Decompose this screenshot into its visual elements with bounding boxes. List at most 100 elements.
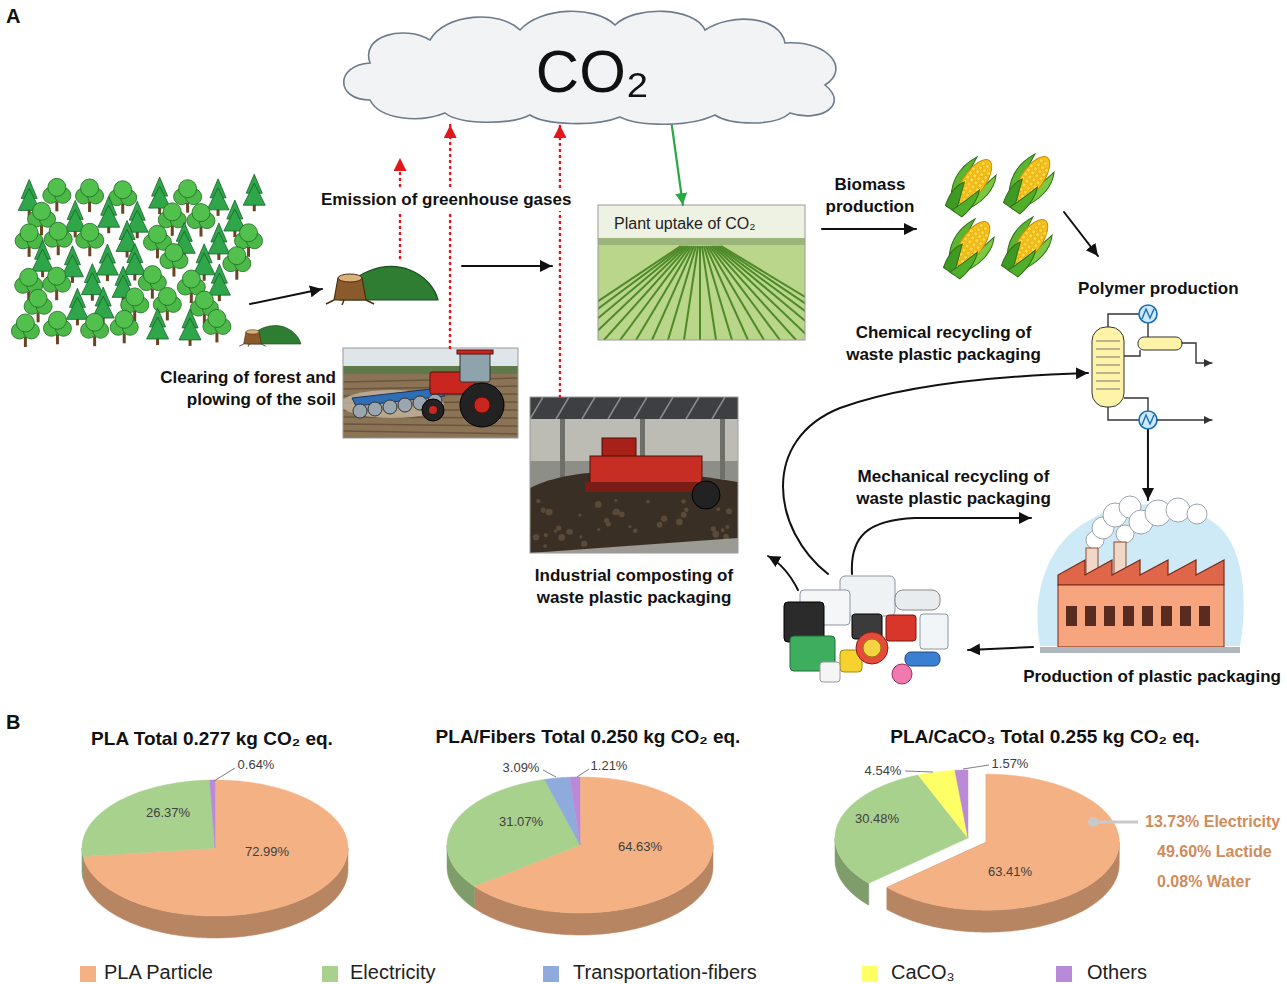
callout-label: 49.60% Lactide: [1157, 842, 1272, 862]
kernel: [1035, 232, 1041, 238]
column-tray: [1096, 357, 1120, 358]
tree-trunk: [102, 317, 105, 324]
wheel-hub: [429, 406, 437, 414]
kernel: [1033, 243, 1039, 249]
tree-crown: [36, 298, 52, 314]
kernel: [957, 245, 963, 251]
pie-slice: [918, 770, 968, 838]
pie-slice: [82, 780, 215, 857]
tree-trunk: [156, 248, 159, 258]
kernel: [1028, 251, 1034, 257]
kernel: [960, 190, 966, 196]
soil-mound: [247, 326, 301, 344]
tree-trunk: [88, 246, 91, 256]
kernel: [1025, 185, 1031, 191]
leader-dot: [1088, 817, 1098, 827]
dark-tray: [852, 614, 882, 639]
tree-band: [598, 238, 805, 245]
conifer-tree: [210, 179, 226, 198]
compost-grain: [711, 526, 716, 531]
kernel: [971, 242, 977, 248]
kernel: [976, 176, 982, 182]
cloud-label: CO₂: [536, 28, 649, 102]
pie-chart: [82, 780, 348, 938]
tree-crown: [43, 276, 59, 292]
crop-row: [598, 246, 685, 340]
kernel: [1027, 192, 1033, 198]
legend-swatch: [80, 966, 96, 982]
factory-roof: [1058, 560, 1224, 585]
tree-trunk: [24, 337, 27, 347]
leader-line: [1093, 821, 1138, 824]
smoke: [1116, 525, 1134, 543]
kernel: [974, 238, 980, 244]
kernel: [975, 245, 981, 251]
conifer-tree: [66, 297, 88, 319]
kernel: [1026, 244, 1032, 250]
cob: [950, 154, 998, 209]
crop-row: [636, 246, 692, 340]
leader-line: [214, 768, 235, 781]
furrow: [343, 409, 518, 411]
pipe: [1108, 407, 1139, 420]
column: [640, 419, 645, 479]
kernel: [1019, 245, 1025, 251]
window: [1123, 606, 1134, 626]
legend-swatch: [1056, 966, 1072, 982]
chimney: [1114, 542, 1126, 588]
tree-line: [343, 366, 518, 376]
conifer-tree: [115, 266, 131, 285]
tree-trunk: [121, 204, 124, 214]
compost-grain: [556, 525, 561, 530]
conifer-tree: [227, 200, 243, 219]
kernel: [1042, 231, 1048, 237]
compost-grain: [595, 501, 602, 508]
tree-crown: [121, 190, 137, 206]
kernel: [1016, 250, 1022, 256]
kernel: [974, 187, 980, 193]
husk-leaf: [938, 215, 985, 271]
kernel: [972, 249, 978, 255]
kernel: [1025, 255, 1031, 261]
crop-row: [702, 246, 716, 340]
compost-grain: [730, 544, 737, 551]
kernel: [1029, 163, 1035, 169]
legend-swatch: [322, 966, 338, 982]
legend-swatch: [543, 966, 559, 982]
compost-grain: [578, 513, 581, 516]
percentage-label: 0.64%: [216, 757, 296, 773]
kernel: [967, 239, 973, 245]
pipe: [1124, 398, 1148, 411]
hall: [530, 397, 738, 553]
conifer-tree: [81, 273, 103, 295]
black-tray: [784, 602, 824, 642]
turner-wheel: [692, 481, 720, 509]
kernel: [980, 179, 986, 185]
compost-grain: [579, 535, 582, 538]
tree-crown: [235, 256, 251, 272]
tree-trunk: [56, 334, 59, 344]
clear-cup: [920, 614, 948, 649]
roots: [326, 300, 374, 305]
conifer-tree: [64, 209, 86, 231]
tree-crown: [202, 300, 218, 316]
stump: [244, 332, 262, 344]
tree-crown: [177, 279, 193, 295]
kernel: [973, 231, 979, 237]
tree-trunk: [136, 231, 139, 238]
percentage-label: 1.21%: [569, 758, 649, 774]
column-tray: [1096, 365, 1120, 366]
kernel: [1023, 189, 1029, 195]
conifer-tree: [64, 246, 80, 265]
conifer-tree: [211, 264, 227, 283]
kernel: [1044, 168, 1050, 174]
corn-cob: [995, 210, 1060, 282]
tree-crown: [43, 320, 59, 336]
kernel: [969, 177, 975, 183]
tree-crown: [88, 232, 104, 248]
conifer-tree: [84, 264, 100, 283]
tractor-cab: [460, 352, 490, 382]
tree-crown: [133, 297, 149, 313]
tree-crown: [170, 212, 186, 228]
conifer-tree: [147, 317, 169, 339]
